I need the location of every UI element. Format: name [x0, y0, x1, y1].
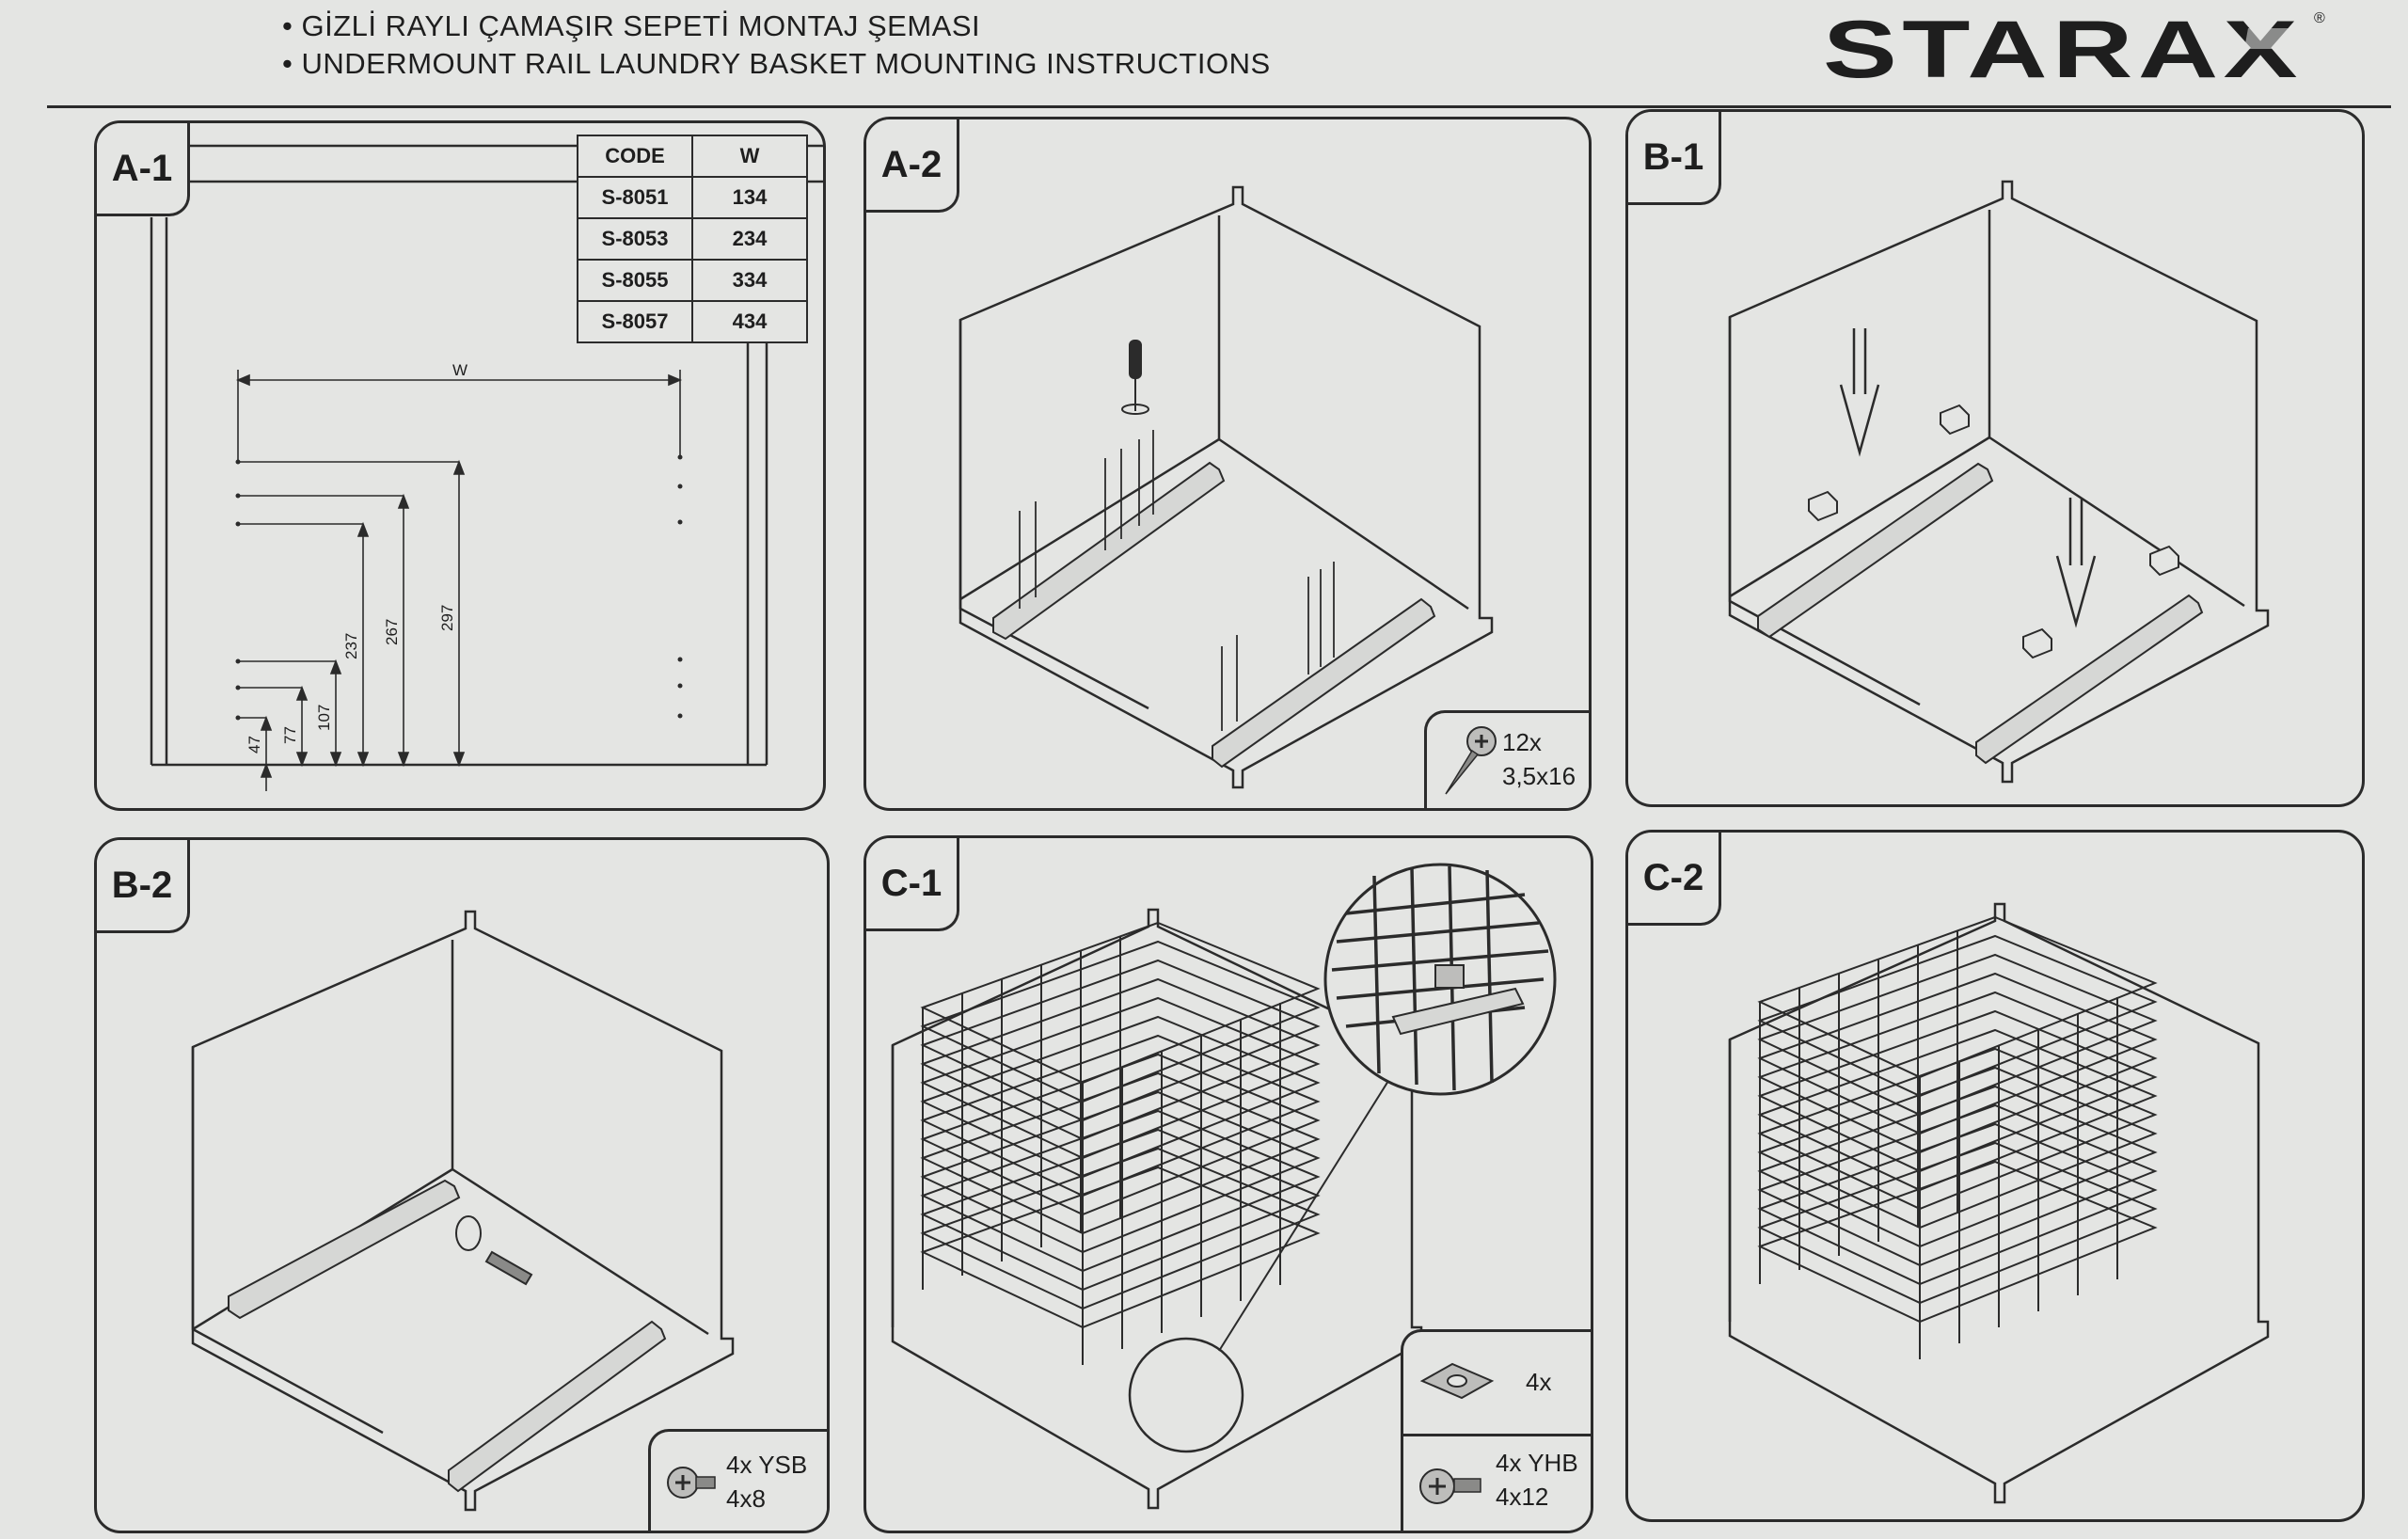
- laundry-basket: [1757, 915, 2158, 1359]
- header: • GİZLİ RAYLI ÇAMAŞIR SEPETİ MONTAJ ŞEMA…: [0, 0, 2408, 111]
- panel-label-c2: C-2: [1628, 833, 1721, 926]
- table-header-row: CODE W: [577, 135, 808, 178]
- rail-left: [1757, 462, 1994, 639]
- dim-297: 297: [438, 605, 456, 631]
- b2-hardware-qty: 4x YSB: [726, 1451, 808, 1479]
- dim-237: 237: [342, 633, 360, 659]
- rail-right: [448, 1320, 667, 1493]
- rail-right: [1975, 594, 2204, 765]
- b1-clip-placement-drawing: [1728, 180, 2270, 784]
- c1-clip-qty: 4x: [1526, 1368, 1552, 1396]
- a2-hardware-qty: 12x: [1502, 728, 1542, 756]
- legend-divider: [1403, 1434, 1591, 1436]
- clip-icons: [1808, 404, 2179, 659]
- panel-c1: C-1 4x 4x YHB 4x12: [863, 835, 1593, 1533]
- dim-107: 107: [315, 705, 333, 731]
- table-cell-w: 234: [691, 217, 808, 261]
- panel-b2: B-2 4x YSB 4x8: [94, 837, 830, 1533]
- c1-clip-legend: 4x 4x YHB 4x12: [1401, 1329, 1591, 1531]
- screwdriver-icon: [1121, 340, 1149, 415]
- a2-rail-screwing-drawing: [958, 185, 1494, 789]
- panel-b1: B-1: [1625, 109, 2365, 807]
- panel-label-b1: B-1: [1628, 112, 1721, 205]
- c1-basket-mounting-drawing: [891, 863, 1557, 1510]
- table-cell-w: 134: [691, 176, 808, 219]
- brand-text: STARAX: [1823, 8, 2303, 92]
- panel-label-a2: A-2: [866, 119, 959, 213]
- dim-w: W: [452, 361, 467, 379]
- rail-detail: [1391, 987, 1525, 1036]
- panel-a2: A-2 12x 3,5x16: [863, 117, 1592, 811]
- clip-icon: [1419, 1362, 1495, 1400]
- b2-hardware-size: 4x8: [726, 1484, 766, 1513]
- dim-267: 267: [383, 619, 401, 645]
- clip-icon: [1434, 964, 1465, 989]
- detail-callout-zoom: [1323, 863, 1557, 1096]
- panel-label-c1: C-1: [866, 838, 959, 931]
- wood-screw-icon: [1445, 726, 1497, 795]
- brand-registered: ®: [2314, 10, 2325, 26]
- title-turkish: • GİZLİ RAYLI ÇAMAŞIR SEPETİ MONTAJ ŞEMA…: [282, 9, 981, 42]
- panel-label-a1: A-1: [97, 123, 190, 216]
- c2-basket-installed-drawing: [1728, 902, 2270, 1504]
- c1-screw-qty: 4x YHB: [1496, 1449, 1578, 1477]
- rail-left: [228, 1179, 461, 1320]
- table-header-code: CODE: [577, 135, 693, 178]
- panel-a1: W 297 267 237 107 77 47 A-1 CODE W S-805…: [94, 120, 826, 811]
- wall-plug-icon: [455, 1215, 533, 1286]
- table-header-w: W: [691, 135, 808, 178]
- b2-hardware-legend: 4x YSB 4x8: [648, 1429, 827, 1531]
- rail-left: [992, 461, 1226, 641]
- detail-callout-small: [1128, 1337, 1244, 1453]
- a2-hardware-legend: 12x 3,5x16: [1424, 710, 1589, 808]
- rail-right: [1212, 597, 1436, 769]
- laundry-basket: [920, 921, 1321, 1365]
- starax-logo: STARAX ®: [1823, 8, 2325, 92]
- dim-77: 77: [281, 726, 299, 744]
- machine-screw-icon: [667, 1467, 716, 1499]
- table-cell-w: 334: [691, 259, 808, 302]
- table-cell-code: S-8051: [577, 176, 693, 219]
- panel-c2: C-2: [1625, 830, 2365, 1522]
- machine-screw-icon: [1419, 1468, 1481, 1504]
- panel-label-b2: B-2: [97, 840, 190, 933]
- title-english: • UNDERMOUNT RAIL LAUNDRY BASKET MOUNTIN…: [282, 47, 1271, 80]
- table-cell-code: S-8057: [577, 300, 693, 343]
- table-cell-w: 434: [691, 300, 808, 343]
- header-rule: [47, 105, 2391, 108]
- a2-hardware-size: 3,5x16: [1502, 762, 1576, 790]
- b2-rail-fixing-drawing: [191, 910, 735, 1512]
- down-arrow-icon: [1839, 328, 2097, 628]
- table-cell-code: S-8053: [577, 217, 693, 261]
- a1-cabinet-drawing: W 297 267 237 107 77 47: [150, 144, 823, 791]
- dim-47: 47: [246, 736, 263, 754]
- c1-screw-size: 4x12: [1496, 1483, 1549, 1511]
- table-cell-code: S-8055: [577, 259, 693, 302]
